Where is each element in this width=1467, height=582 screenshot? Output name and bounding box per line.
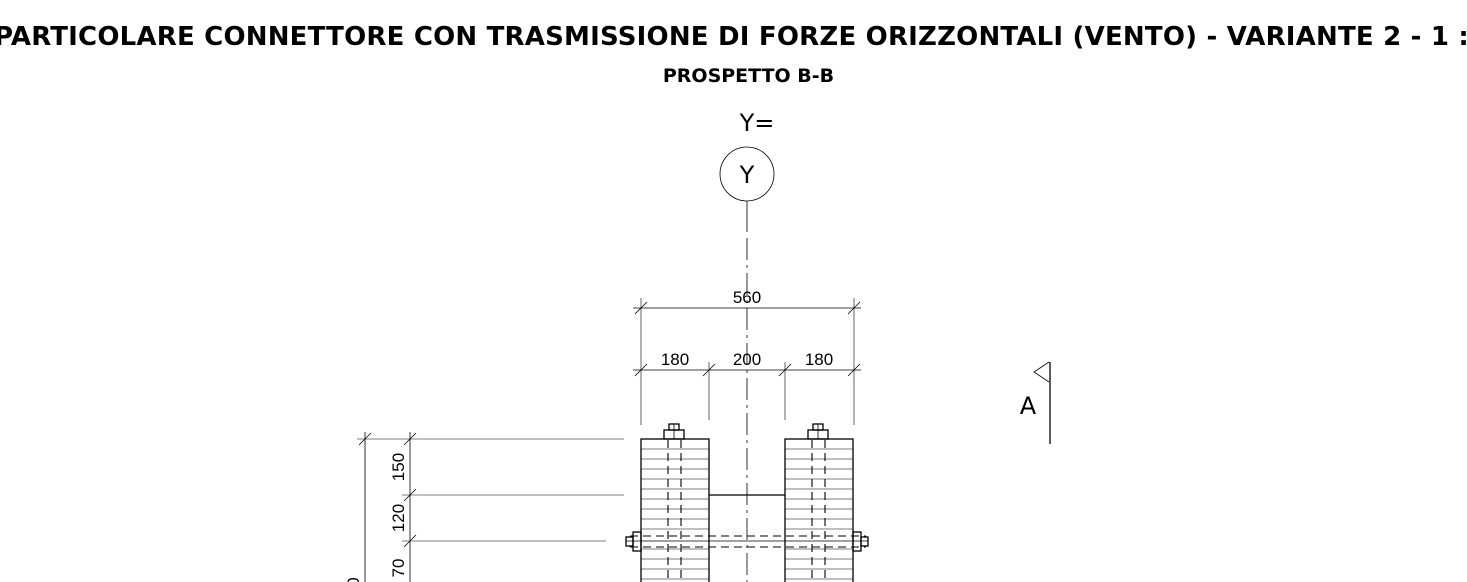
dimension-overall: 560 <box>633 288 861 425</box>
drawing-subtitle: PROSPETTO B-B <box>662 65 835 87</box>
section-mark-label: A <box>1020 392 1037 420</box>
section-mark: A <box>1020 361 1051 444</box>
dim-right-text: 180 <box>805 350 833 369</box>
horizontal-bolt <box>625 531 869 552</box>
vertical-dimensions: 150 120 70 0 <box>344 432 624 582</box>
axis-label: Y= <box>739 109 775 137</box>
dim-vertical-120: 120 <box>389 504 408 532</box>
bolt-head-right-top <box>807 423 829 440</box>
grid-bubble-label: Y <box>739 161 755 189</box>
timber-block-right <box>784 438 854 582</box>
dim-vertical-150: 150 <box>389 453 408 481</box>
dim-left-text: 180 <box>661 350 689 369</box>
timber-block-left <box>640 438 710 582</box>
bolt-head-left-top <box>663 423 685 440</box>
dim-middle-text: 200 <box>733 350 761 369</box>
drawing-title: PARTICOLARE CONNETTORE CON TRASMISSIONE … <box>0 22 1467 52</box>
dimension-chain: 180 200 180 <box>633 350 861 420</box>
dim-vertical-70: 70 <box>389 559 408 578</box>
dim-overall-text: 560 <box>733 288 761 307</box>
dim-vertical-overall: 0 <box>344 577 363 582</box>
